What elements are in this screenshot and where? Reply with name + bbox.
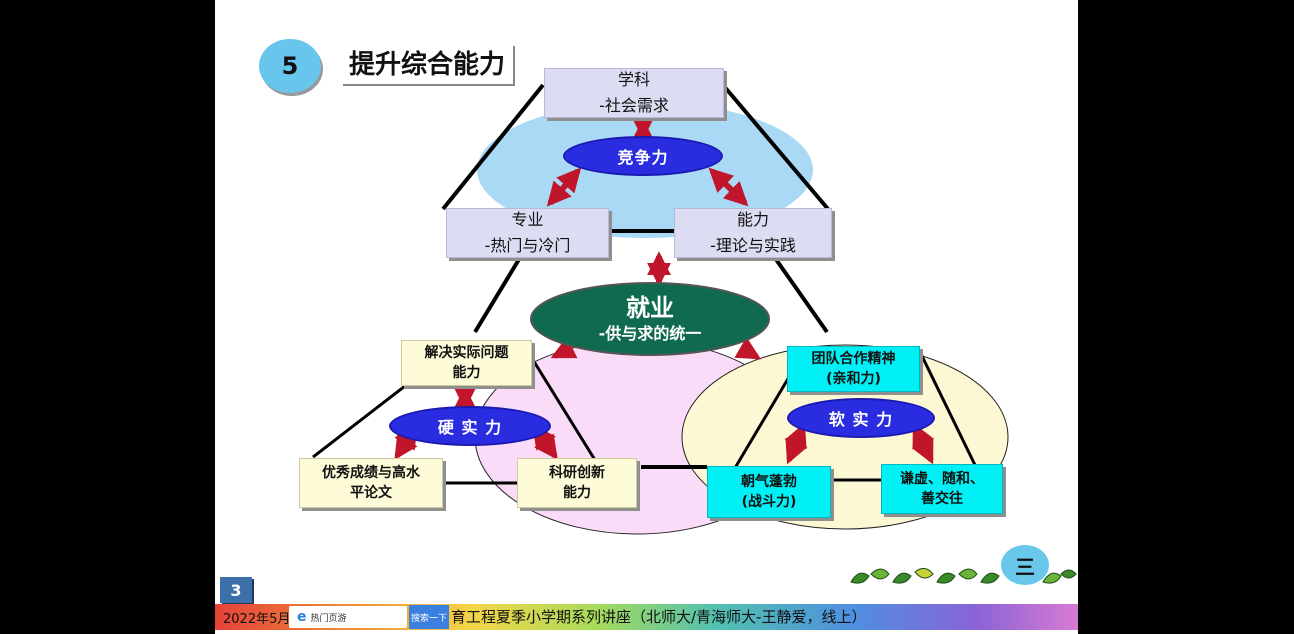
ie-browser-icon: e bbox=[297, 609, 307, 625]
hard-power-ellipse: 硬 实 力 bbox=[389, 406, 551, 446]
overlay-bottom-bar: 2022年5月 e 热门页游 搜索一下 育工程夏季小学期系列讲座（北师大/青海师… bbox=[215, 604, 1078, 630]
employment-ellipse bbox=[530, 282, 770, 356]
chip-label: 热门页游 bbox=[310, 613, 347, 624]
search-button[interactable]: 搜索一下 bbox=[409, 605, 449, 629]
vigor-box: 朝气蓬勃 (战斗力) bbox=[707, 466, 831, 518]
subject-box: 学科 -社会需求 bbox=[544, 68, 724, 118]
slide-title: 提升综合能力 bbox=[343, 46, 516, 86]
problem-solving-box: 解决实际问题 能力 bbox=[401, 340, 532, 386]
relation-arrows bbox=[394, 115, 935, 465]
left-triangle bbox=[312, 359, 597, 485]
corner-circle-mark: 三 bbox=[1001, 545, 1049, 585]
research-innovation-box: 科研创新 能力 bbox=[517, 458, 637, 508]
competitiveness-ellipse: 竞争力 bbox=[563, 136, 723, 176]
leaf-decoration-icon bbox=[850, 568, 1077, 584]
browser-chip[interactable]: e 热门页游 bbox=[289, 606, 407, 628]
page-number: 3 bbox=[220, 577, 252, 603]
soft-power-ellipse: 软 实 力 bbox=[787, 398, 935, 438]
right-triangle bbox=[733, 353, 977, 482]
outer-triangle bbox=[441, 83, 830, 469]
humble-sociable-box: 谦虚、随和、 善交往 bbox=[881, 464, 1003, 514]
major-box: 专业 -热门与冷门 bbox=[446, 208, 609, 258]
ability-box: 能力 -理论与实践 bbox=[674, 208, 832, 258]
date-text: 2022年5月 bbox=[223, 612, 291, 627]
lecture-caption: 育工程夏季小学期系列讲座（北师大/青海师大-王静爱，线上） bbox=[451, 608, 867, 626]
slide: 5 提升综合能力 学科 -社会需求 竞争力 专业 -热门与冷门 能力 -理论与实… bbox=[215, 0, 1078, 634]
employment-label: 就业 -供与求的统一 bbox=[598, 294, 702, 343]
teamwork-box: 团队合作精神 (亲和力) bbox=[787, 346, 920, 392]
section-number-badge: 5 bbox=[259, 39, 321, 93]
grades-papers-box: 优秀成绩与高水 平论文 bbox=[299, 458, 443, 508]
